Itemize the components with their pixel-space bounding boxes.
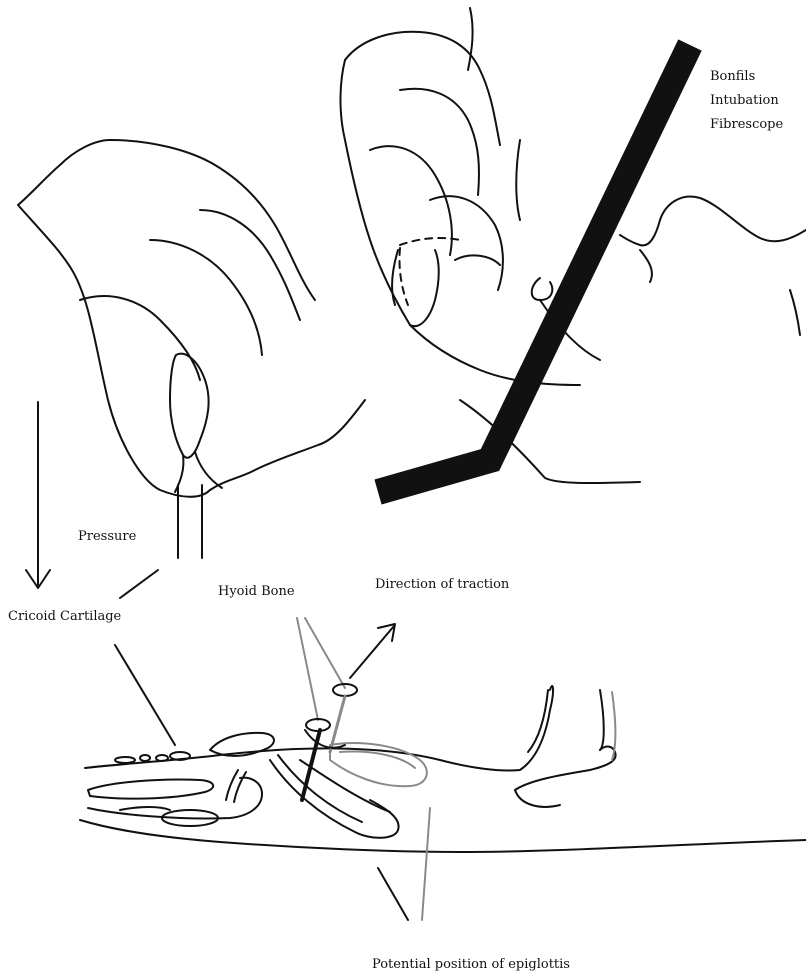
cricoid-cartilage-label: Cricoid Cartilage bbox=[8, 610, 121, 623]
bonfils-fibrescope bbox=[378, 45, 690, 492]
epiglottis-leader-grey bbox=[422, 808, 430, 920]
hyoid-leader-2 bbox=[305, 618, 345, 688]
scope-label-line2: Intubation bbox=[710, 94, 779, 107]
cricoid-leader-top bbox=[120, 570, 158, 598]
pressure-arrow bbox=[26, 402, 50, 588]
pressure-label: Pressure bbox=[78, 530, 136, 543]
cricoid-leader-bottom bbox=[115, 645, 175, 745]
traction-arrow bbox=[350, 624, 395, 678]
hyoid-bone-label: Hyoid Bone bbox=[218, 585, 295, 598]
scope-label-line1: Bonfils bbox=[710, 70, 755, 83]
epiglottis-position-label: Potential position of epiglottis bbox=[372, 958, 570, 971]
epiglottis-leader-black bbox=[378, 868, 408, 920]
direction-of-traction-label: Direction of traction bbox=[375, 578, 509, 591]
neck-cross-section bbox=[80, 684, 806, 852]
scope-label-line3: Fibrescope bbox=[710, 118, 783, 131]
